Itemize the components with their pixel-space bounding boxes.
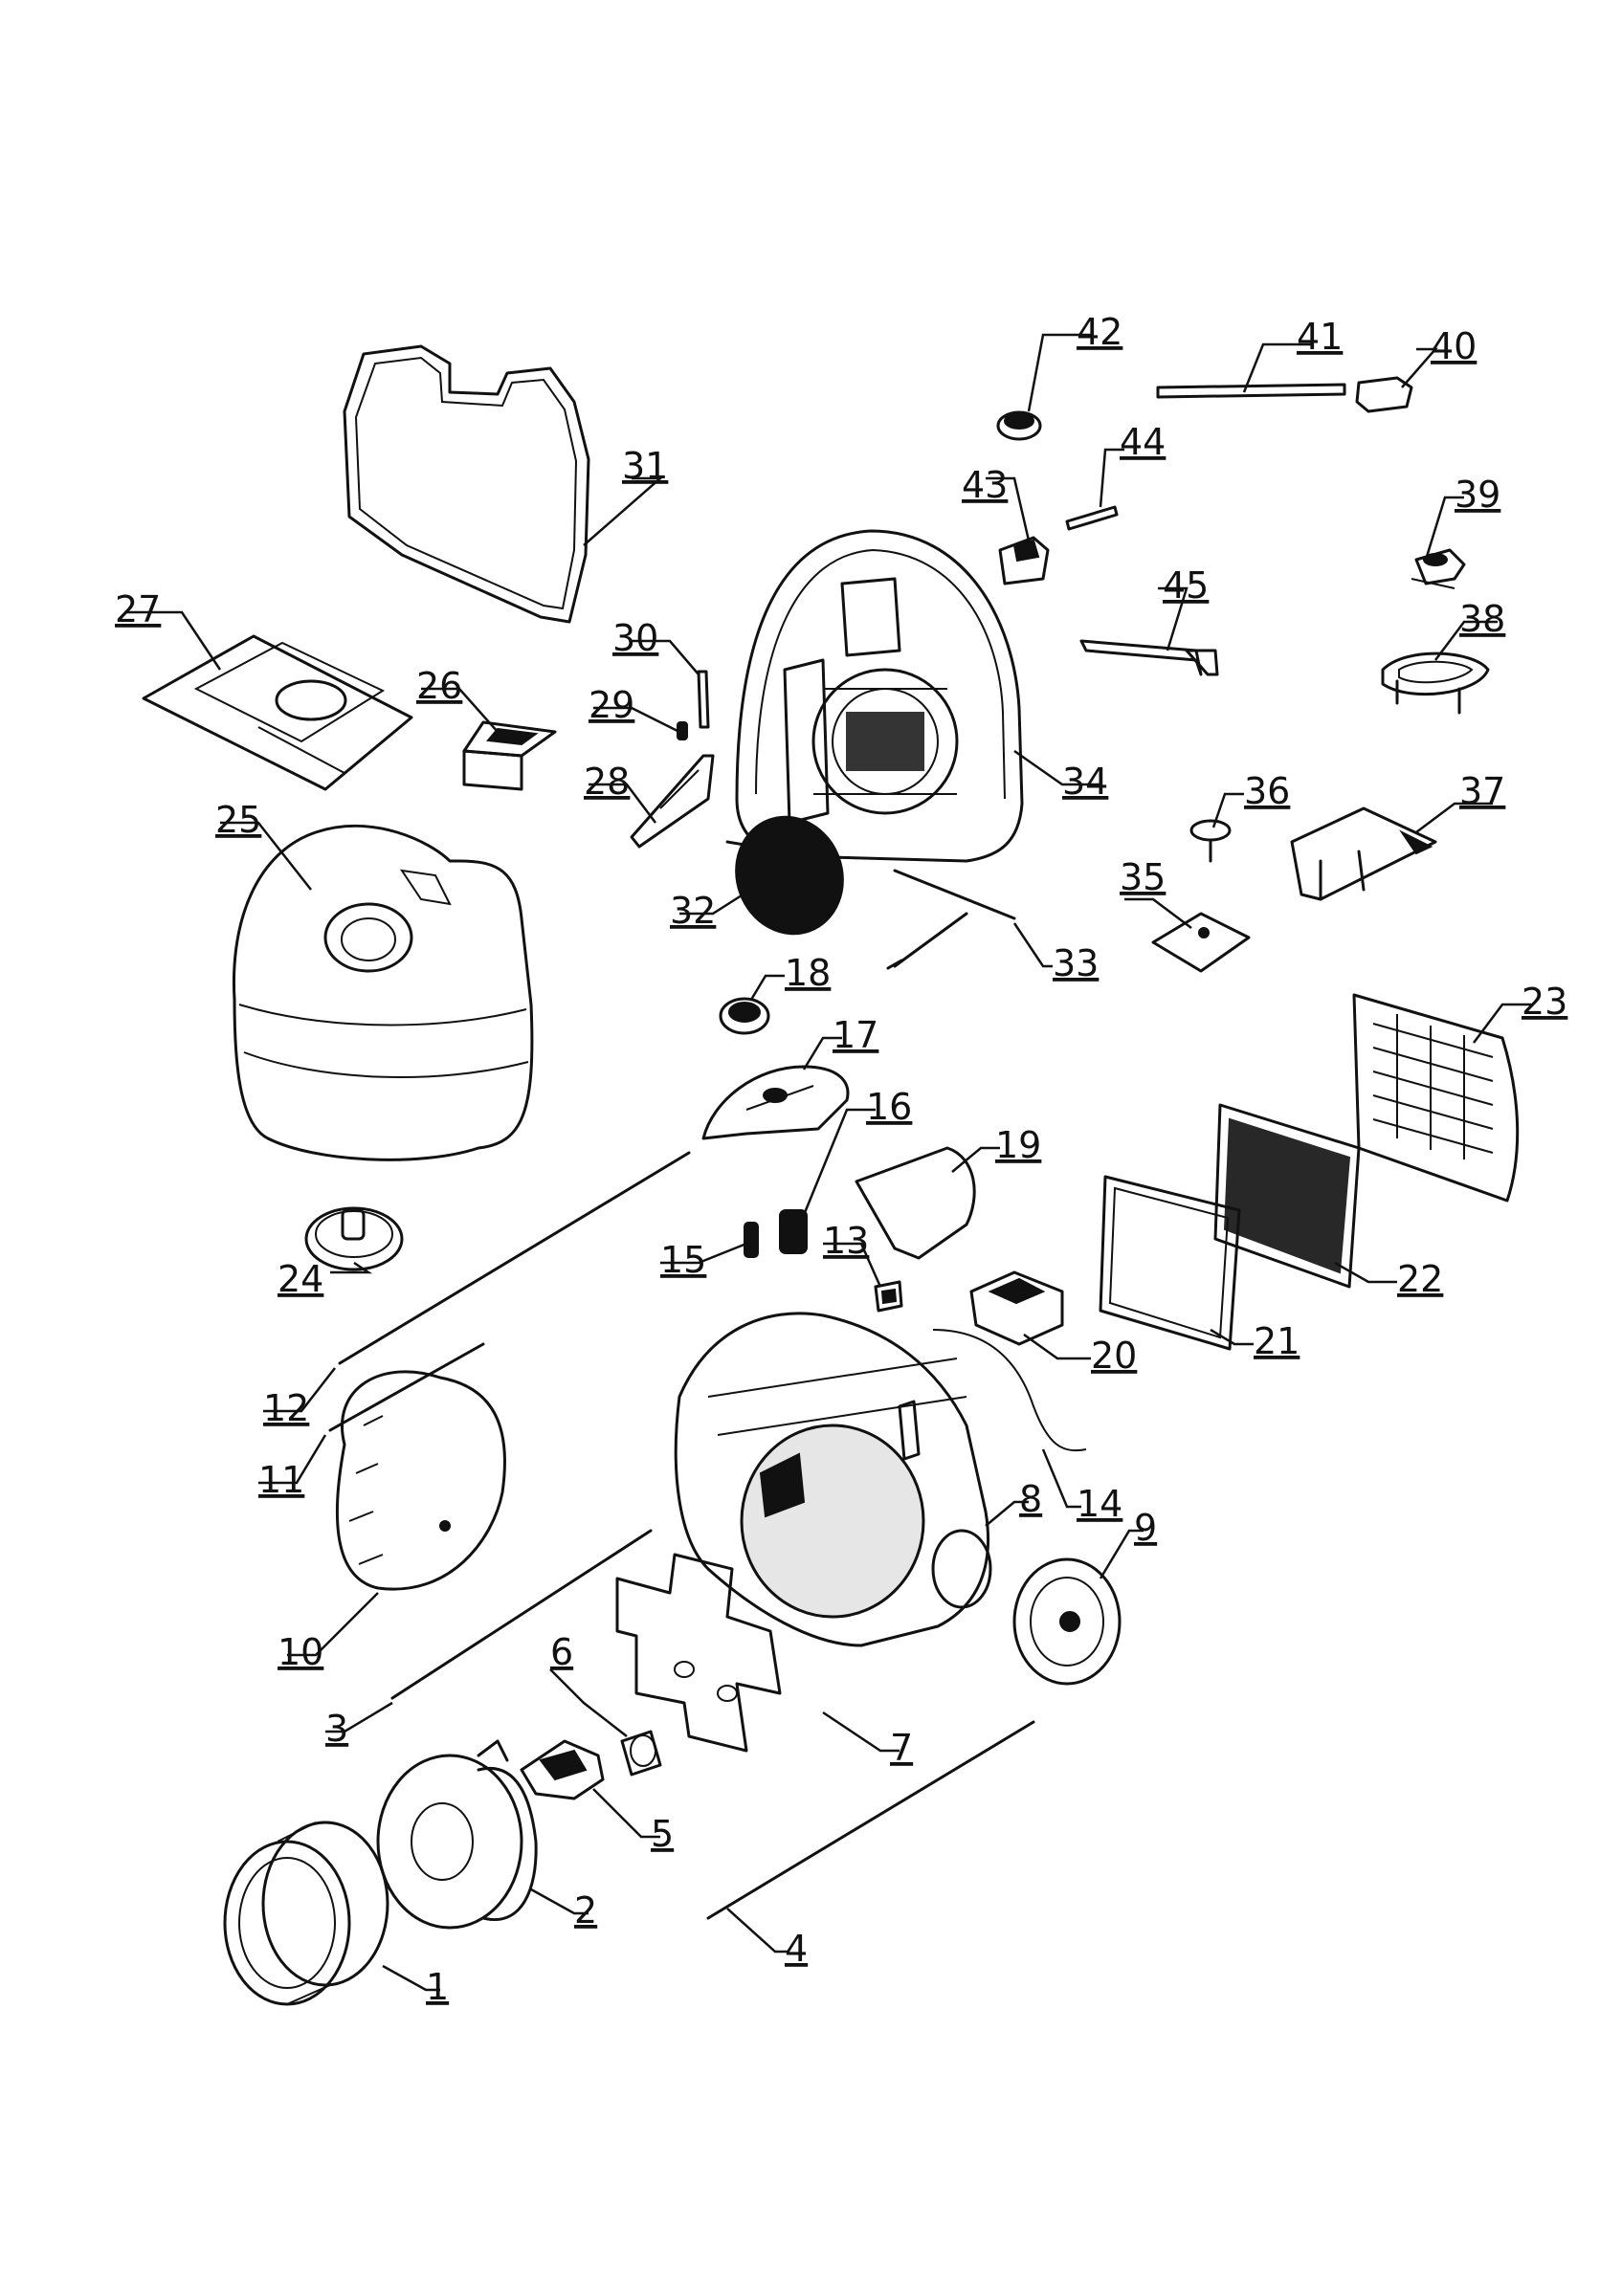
part-11-wire: [328, 1342, 485, 1432]
callout-24: 24: [278, 1258, 323, 1300]
callout-38: 38: [1459, 598, 1505, 640]
part-10-cord-reel: [335, 1370, 506, 1591]
callout-22: 22: [1397, 1258, 1443, 1300]
part-27-dust-bag: [142, 634, 413, 791]
part-17-cover: [701, 1065, 850, 1140]
callout-3: 3: [325, 1708, 348, 1750]
callout-33: 33: [1053, 942, 1099, 984]
callout-5: 5: [651, 1813, 674, 1855]
callout-27: 27: [115, 588, 161, 630]
part-12-wire: [338, 1151, 691, 1365]
callout-34: 34: [1062, 761, 1108, 803]
part-1-motor-ring: [223, 1821, 389, 2006]
callout-23: 23: [1522, 981, 1567, 1023]
part-40-plug: [1355, 376, 1413, 413]
part-33-screw-rod: [886, 869, 1016, 970]
callout-44: 44: [1120, 421, 1166, 463]
callout-21: 21: [1254, 1320, 1300, 1362]
part-28-latch-bracket: [630, 754, 715, 849]
callout-30: 30: [612, 617, 658, 659]
callout-32: 32: [670, 890, 716, 932]
callout-labels: 1 2 3 4 5 6 7 8 9 10 11 12 13 14 15 16 1…: [115, 311, 1567, 2008]
part-42-knob: [996, 410, 1042, 441]
leader-lines: [124, 333, 1531, 1992]
callout-43: 43: [962, 464, 1008, 506]
callout-20: 20: [1091, 1335, 1137, 1377]
callout-39: 39: [1455, 474, 1500, 516]
callout-29: 29: [589, 684, 634, 726]
callout-6: 6: [550, 1631, 573, 1673]
part-25-top-cover: [232, 824, 534, 1161]
part-2-motor: [376, 1739, 538, 1930]
part-14-cable: [932, 1329, 1087, 1452]
part-16-spring: [779, 1209, 808, 1254]
callout-25: 25: [215, 799, 261, 841]
part-18-bushing: [719, 997, 770, 1035]
part-38-handle-ring: [1381, 651, 1490, 715]
part-32-filter-disc: [725, 815, 844, 936]
part-30-pin: [697, 670, 710, 729]
callout-2: 2: [574, 1889, 597, 1932]
part-4-screw: [706, 1720, 1035, 1920]
callout-14: 14: [1077, 1483, 1122, 1525]
callout-36: 36: [1244, 770, 1290, 812]
part-21-gasket: [1099, 1175, 1241, 1351]
part-22-hepa-filter: [1213, 1103, 1361, 1289]
part-7-cross-gasket: [615, 1553, 782, 1753]
callout-17: 17: [833, 1014, 878, 1056]
part-31-gasket: [343, 344, 590, 624]
part-45-lever: [1079, 639, 1219, 676]
callout-35: 35: [1120, 856, 1166, 898]
part-43-clip: [998, 536, 1050, 585]
callout-28: 28: [584, 761, 630, 803]
part-5-bracket: [520, 1739, 605, 1800]
callout-1: 1: [426, 1966, 449, 2008]
callout-18: 18: [785, 952, 831, 994]
part-37-switch-bracket: [1290, 806, 1437, 901]
callout-40: 40: [1431, 325, 1477, 367]
callout-4: 4: [785, 1928, 808, 1970]
callout-10: 10: [278, 1631, 323, 1673]
part-44-bar: [1065, 505, 1119, 531]
part-36-grommet: [1189, 819, 1232, 863]
callout-37: 37: [1459, 770, 1505, 812]
callout-16: 16: [866, 1086, 912, 1128]
callout-9: 9: [1134, 1507, 1157, 1549]
callout-15: 15: [660, 1239, 706, 1281]
part-6-sleeve: [620, 1730, 662, 1777]
callout-26: 26: [416, 665, 462, 707]
part-9-wheel: [1012, 1557, 1122, 1686]
part-35-plate: [1151, 912, 1251, 973]
callout-42: 42: [1077, 311, 1122, 353]
part-41-rod: [1156, 383, 1346, 399]
part-8-main-body: [674, 1312, 992, 1647]
callout-7: 7: [890, 1727, 913, 1769]
part-26-filter-holder: [462, 720, 557, 791]
callout-31: 31: [622, 445, 668, 487]
callout-8: 8: [1019, 1478, 1042, 1520]
callout-19: 19: [995, 1124, 1041, 1166]
part-20-button-housing: [969, 1270, 1064, 1346]
part-23-grille: [1352, 993, 1520, 1203]
callout-12: 12: [263, 1387, 309, 1429]
part-34-rear-housing: [735, 529, 1024, 863]
callout-45: 45: [1163, 564, 1209, 607]
callout-11: 11: [258, 1459, 304, 1501]
part-13-connector: [874, 1280, 903, 1313]
part-15-spring: [744, 1222, 759, 1258]
part-3-screw: [390, 1529, 653, 1700]
callout-13: 13: [823, 1220, 869, 1262]
part-39-switch: [1411, 548, 1466, 589]
part-24-cap: [304, 1206, 404, 1271]
part-19-button-cover: [855, 1146, 976, 1260]
callout-41: 41: [1297, 316, 1343, 358]
